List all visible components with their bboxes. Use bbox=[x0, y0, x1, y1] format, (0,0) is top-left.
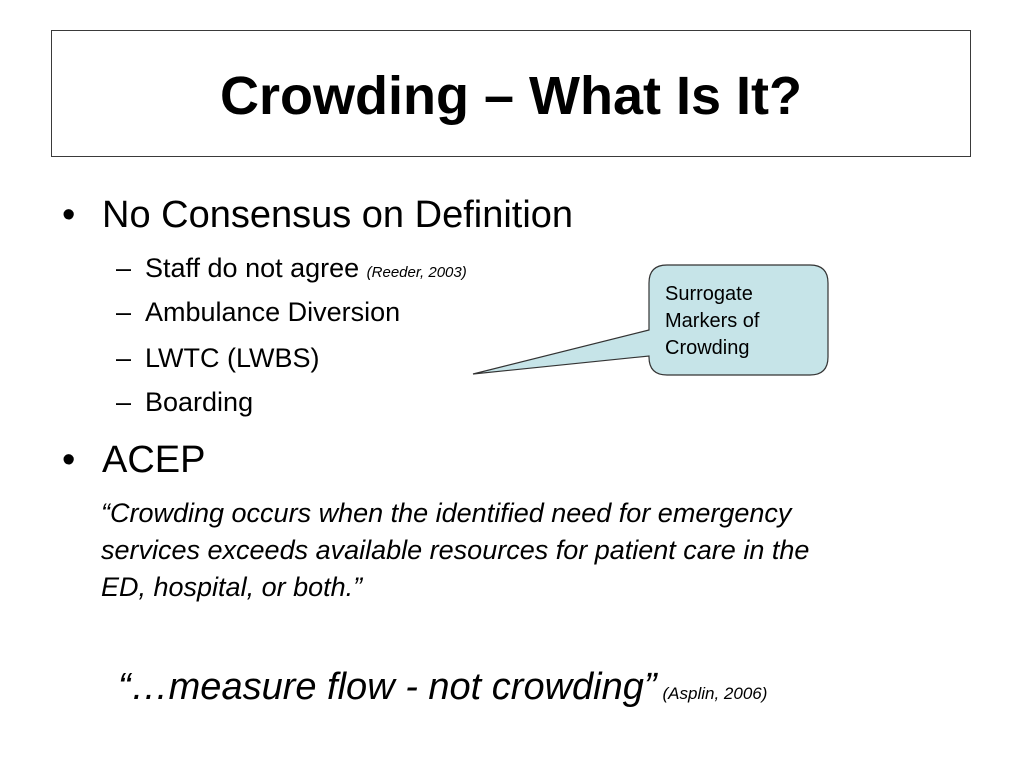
bullet-marker: • bbox=[62, 439, 76, 481]
citation: (Reeder, 2003) bbox=[366, 264, 467, 281]
flow-quote-citation: (Asplin, 2006) bbox=[662, 684, 768, 703]
dash-marker: – bbox=[116, 253, 132, 283]
sub-bullet-text: Ambulance Diversion bbox=[145, 297, 401, 327]
callout-line: Crowding bbox=[665, 337, 750, 359]
callout-balloon bbox=[472, 264, 829, 376]
flow-quote-text: “…measure flow - not crowding” bbox=[118, 666, 657, 708]
dash-marker: – bbox=[116, 343, 132, 373]
sub-bullet-text: Boarding bbox=[145, 387, 254, 417]
sub-bullet-text: LWTC (LWBS) bbox=[145, 343, 320, 373]
slide-title: Crowding – What Is It? bbox=[220, 65, 802, 126]
flow-quote: “…measure flow - not crowding” (Asplin, 2… bbox=[118, 668, 767, 706]
callout-line: Surrogate bbox=[665, 283, 753, 305]
dash-marker: – bbox=[116, 297, 132, 327]
sub-bullet-staff: –Staff do not agree (Reeder, 2003) bbox=[116, 255, 467, 282]
bullet-acep: • ACEP bbox=[62, 441, 205, 479]
acep-quote: “Crowding occurs when the identified nee… bbox=[101, 495, 961, 606]
quote-line: services exceeds available resources for… bbox=[101, 535, 810, 565]
quote-line: ED, hospital, or both.” bbox=[101, 572, 363, 602]
quote-line: “Crowding occurs when the identified nee… bbox=[101, 498, 792, 528]
bullet-text: No Consensus on Definition bbox=[102, 194, 574, 236]
dash-marker: – bbox=[116, 387, 132, 417]
sub-bullet-lwtc: –LWTC (LWBS) bbox=[116, 345, 320, 372]
title-box: Crowding – What Is It? bbox=[51, 30, 971, 157]
callout-label: Surrogate Markers of Crowding bbox=[665, 281, 759, 362]
sub-bullet-boarding: –Boarding bbox=[116, 389, 253, 416]
bullet-no-consensus: • No Consensus on Definition bbox=[62, 196, 573, 234]
bullet-text: ACEP bbox=[102, 439, 206, 481]
bullet-marker: • bbox=[62, 194, 76, 236]
sub-bullet-text: Staff do not agree bbox=[145, 253, 367, 283]
sub-bullet-ambulance: –Ambulance Diversion bbox=[116, 299, 400, 326]
callout-line: Markers of bbox=[665, 310, 760, 332]
